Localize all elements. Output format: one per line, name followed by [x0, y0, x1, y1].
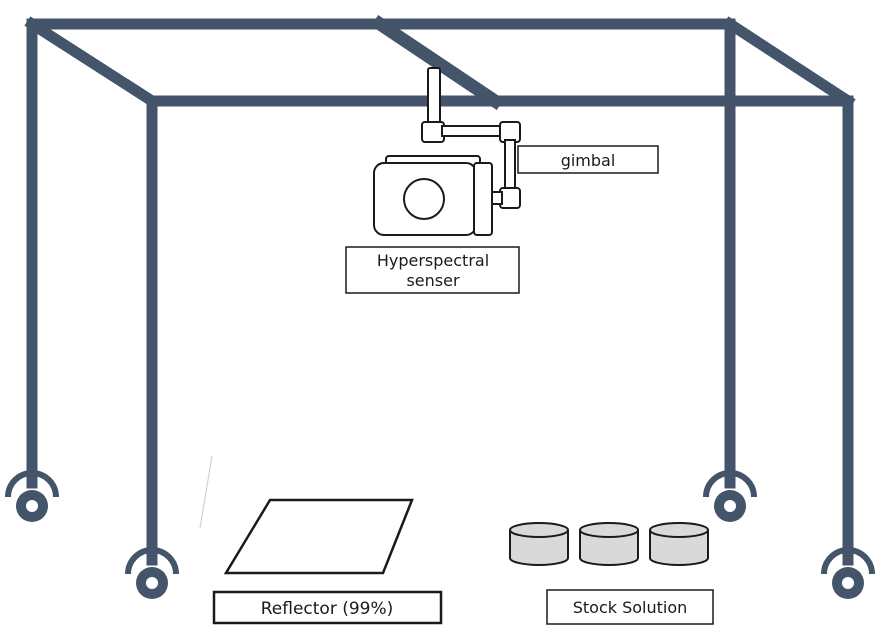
petri-dish-icon: [649, 522, 709, 566]
caster-wheel-icon: [821, 547, 875, 599]
right-side-beam: [722, 16, 856, 109]
caster-wheel-icon: [125, 547, 179, 599]
caster-wheel-icon: [5, 470, 59, 522]
caster-wheel-icon: [703, 470, 757, 522]
sensor-label-line2: senser: [406, 271, 460, 290]
gimbal-label-box: gimbal: [517, 145, 659, 174]
camera-icon: [373, 155, 493, 236]
left-side-beam: [24, 16, 160, 109]
gimbal-joint: [421, 121, 445, 143]
petri-dish-icon: [509, 522, 569, 566]
gimbal-vertical-arm: [504, 139, 516, 191]
reflector-label-box: Reflector (99%): [212, 590, 443, 625]
gantry-frame: [24, 14, 856, 566]
gimbal-label: gimbal: [561, 151, 616, 170]
stock-solution-label-box: Stock Solution: [546, 589, 714, 625]
petri-dish-icon: [579, 522, 639, 566]
reflector-panel: [223, 498, 414, 575]
reflector-label: Reflector (99%): [261, 599, 394, 619]
gimbal-arm: [421, 67, 521, 209]
gimbal-mount-rod: [427, 67, 441, 125]
middle-cross-beam: [370, 14, 505, 111]
stock-solution-label: Stock Solution: [573, 598, 688, 617]
sensor-label-line1: Hyperspectral: [377, 251, 489, 270]
gimbal-horizontal-arm: [441, 125, 505, 137]
faint-line: [199, 455, 213, 529]
sensor-label-box: Hyperspectral senser: [345, 246, 520, 294]
